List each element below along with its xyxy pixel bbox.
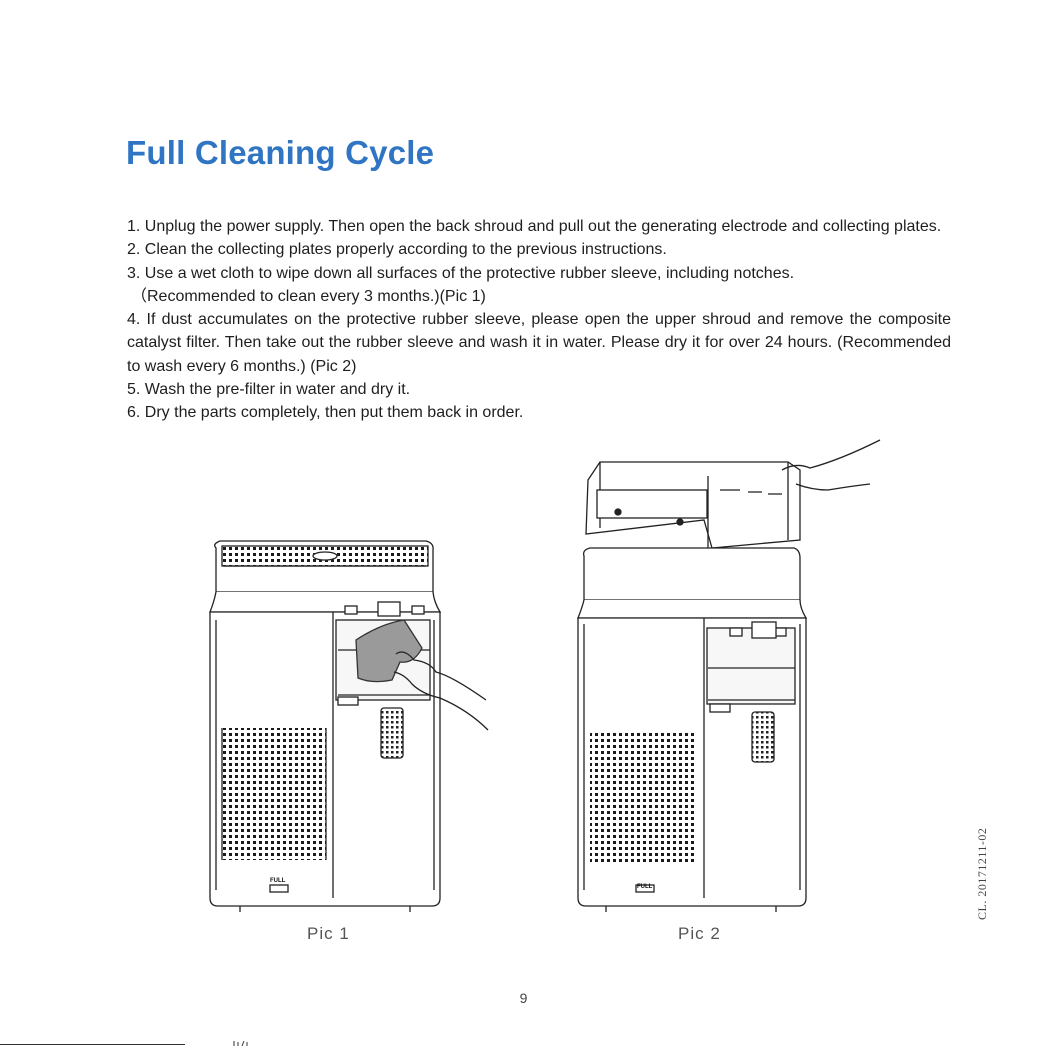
pic1-caption: Pic 1 [307,924,350,943]
step-4: 4. If dust accumulates on the protective… [127,311,951,375]
side-code: CL. 20171211-02 [975,827,989,920]
page-number: 9 [519,990,528,1006]
pic2-device-label: FULL [637,884,653,890]
page-title: Full Cleaning Cycle [126,134,435,171]
footer-mark-icon [233,1040,248,1047]
pic2-purifier [577,439,881,912]
step-1: 1. Unplug the power supply. Then open th… [127,218,942,235]
pic1-device-label: FULL [270,878,286,884]
step-5: 5. Wash the pre-filter in water and dry … [127,381,411,399]
instructions-text: 1. Unplug the power supply. Then open th… [127,215,951,425]
pic1-purifier [209,540,489,912]
footer-rule [0,1044,185,1045]
step-2: 2. Clean the collecting plates properly … [127,241,667,259]
step-3-note: （Recommended to clean every 3 months.)(P… [131,287,486,305]
pic2-caption: Pic 2 [678,924,721,943]
step-6: 6. Dry the parts completely, then put th… [127,404,524,422]
step-3: 3. Use a wet cloth to wipe down all surf… [127,264,795,282]
